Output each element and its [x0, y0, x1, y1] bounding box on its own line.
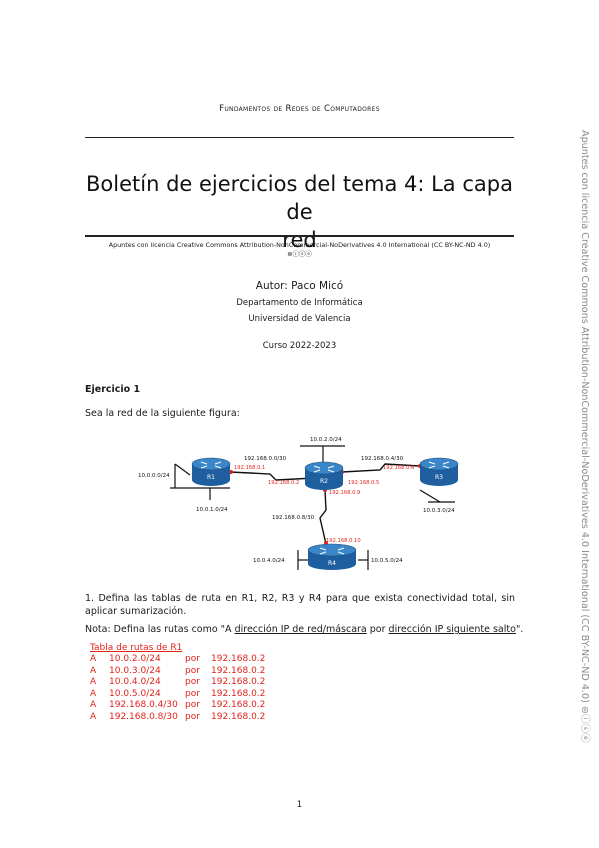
iface-label: 192.168.0.6: [383, 465, 414, 471]
route-action: A: [90, 700, 97, 711]
iface-label: 192.168.0.2: [268, 480, 299, 486]
course-year: Curso 2022-2023: [262, 341, 337, 351]
iface-label: 192.168.0.5: [348, 480, 379, 486]
running-header: Fundamentos de Redes de Computadores: [219, 104, 380, 114]
route-via: por: [185, 677, 200, 688]
routing-table-caption: Tabla de rutas de R1: [90, 643, 183, 653]
routing-table-r1: Tabla de rutas de R1 A 10.0.2.0/24 por 192.…: [90, 643, 265, 724]
router-r2-label: R2: [320, 478, 328, 485]
router-r2: R2: [304, 461, 344, 490]
page-number: 1: [296, 800, 303, 810]
route-next-hop: 192.168.0.2: [211, 665, 266, 676]
router-r4: R4: [307, 543, 357, 570]
document-title: Boletín de ejercicios del tema 4: La cap…: [85, 170, 514, 254]
note-term-2: dirección IP siguiente salto: [388, 624, 516, 635]
route-action: A: [90, 654, 97, 664]
network-diagram: R1 R2 R3 R4 10.0.0.0/24 10.0.1.0/24 10.0…: [138, 437, 459, 570]
exercise-title: Ejercicio 1: [85, 384, 141, 395]
link-r2-r4: [319, 489, 327, 545]
note-mid: por: [366, 624, 389, 635]
table-row: A 10.0.2.0/24 por 192.168.0.2: [90, 654, 265, 666]
route-network: 10.0.2.0/24: [109, 654, 161, 664]
router-r1-label: R1: [207, 474, 215, 481]
route-network: 10.0.5.0/24: [109, 688, 161, 699]
license-text: Apuntes con licencia Creative Commons At…: [108, 241, 491, 249]
side-license-notice: Apuntes con licencia Creative Commons At…: [579, 130, 599, 743]
question-1: 1. Defina las tablas de ruta en R1, R2, …: [85, 593, 515, 617]
table-row: A 192.168.0.8/30 por 192.168.0.2: [90, 712, 265, 724]
route-action: A: [90, 665, 97, 676]
iface-label: 192.168.0.9: [329, 490, 360, 496]
net-label: 10.0.3.0/24: [423, 508, 455, 514]
net-label: 10.0.2.0/24: [310, 437, 342, 443]
title-line-2: red: [282, 228, 317, 252]
route-next-hop: 192.168.0.2: [211, 711, 266, 722]
route-action: A: [90, 688, 97, 699]
side-license-text: Apuntes con licencia Creative Commons At…: [579, 130, 590, 743]
route-next-hop: 192.168.0.2: [211, 654, 266, 664]
note-term-1: dirección IP de red/máscara: [234, 624, 367, 635]
exercise-intro: Sea la red de la siguiente figura:: [85, 408, 240, 419]
route-via: por: [185, 665, 200, 676]
route-network: 10.0.3.0/24: [109, 665, 161, 676]
r1-left-link: [174, 463, 191, 476]
routing-table: A 10.0.2.0/24 por 192.168.0.2 A 10.0.3.0/24 p…: [90, 654, 265, 724]
route-via: por: [185, 700, 200, 711]
table-row: A 10.0.4.0/24 por 192.168.0.2: [90, 677, 265, 689]
route-via: por: [185, 711, 200, 722]
iface-label: 192.168.0.10: [326, 538, 361, 544]
author-name: Autor: Paco Micó: [255, 280, 344, 292]
note-suffix: ".: [515, 624, 524, 635]
router-r3-label: R3: [435, 474, 443, 481]
route-action: A: [90, 711, 97, 722]
iface-label: 192.168.0.1: [234, 465, 265, 471]
r3-bottom-link: [419, 489, 441, 503]
department: Departamento de Informática: [236, 298, 363, 308]
note: Nota: Defina las rutas como "A dirección…: [85, 624, 523, 635]
route-via: por: [185, 688, 200, 699]
route-network: 192.168.0.4/30: [109, 700, 178, 711]
note-prefix: Nota: Defina las rutas como "A: [85, 624, 235, 635]
route-next-hop: 192.168.0.2: [211, 677, 266, 688]
net-label: 192.168.0.4/30: [361, 456, 404, 462]
link-r2-r3: [341, 463, 421, 473]
route-network: 10.0.4.0/24: [109, 677, 161, 688]
route-next-hop: 192.168.0.2: [211, 688, 266, 699]
table-row: A 10.0.5.0/24 por 192.168.0.2: [90, 689, 265, 701]
university: Universidad de Valencia: [248, 314, 351, 324]
net-label: 10.0.1.0/24: [196, 507, 228, 513]
router-r3: R3: [419, 457, 459, 486]
license-notice: Apuntes con licencia Creative Commons At…: [85, 241, 514, 259]
route-via: por: [185, 654, 200, 664]
net-label: 10.0.4.0/24: [253, 558, 285, 564]
net-label: 10.0.5.0/24: [371, 558, 403, 564]
net-label: 192.168.0.0/30: [244, 456, 287, 462]
route-action: A: [90, 677, 97, 688]
route-next-hop: 192.168.0.2: [211, 700, 266, 711]
router-r1: R1: [191, 457, 231, 486]
router-r4-label: R4: [328, 560, 336, 567]
table-row: A 10.0.3.0/24 por 192.168.0.2: [90, 666, 265, 678]
license-icons: ⊜ⓘⓢⓔ: [287, 250, 312, 258]
header-rule: [85, 137, 514, 138]
net-label: 192.168.0.8/30: [272, 515, 315, 521]
title-rule: [85, 235, 514, 237]
title-line-1: Boletín de ejercicios del tema 4: La cap…: [86, 172, 513, 224]
net-label: 10.0.0.0/24: [138, 473, 170, 479]
table-row: A 192.168.0.4/30 por 192.168.0.2: [90, 700, 265, 712]
link-r1-r2: [229, 471, 316, 481]
route-network: 192.168.0.8/30: [109, 711, 178, 722]
